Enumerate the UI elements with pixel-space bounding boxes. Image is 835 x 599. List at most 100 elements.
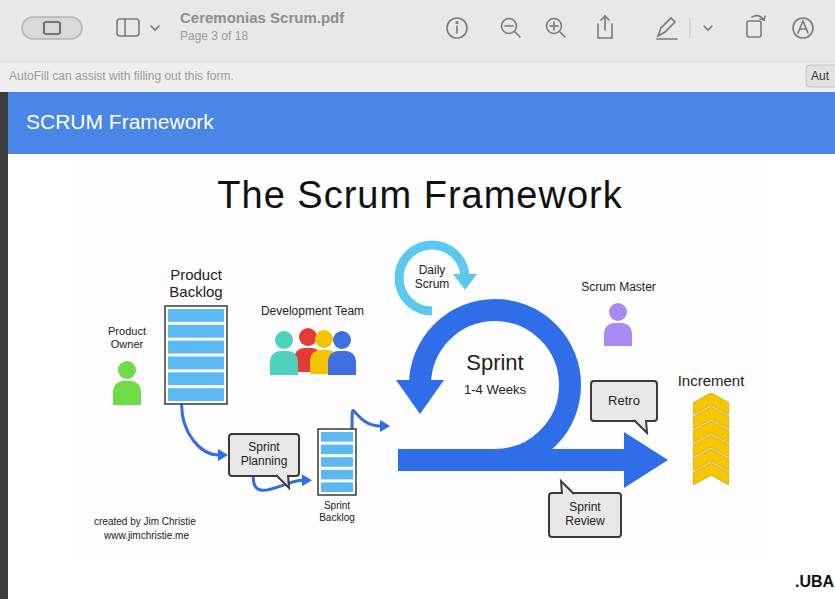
zoom-out-icon [515, 32, 520, 37]
connector-line [182, 405, 219, 456]
speech-bubble: Sprint Review [548, 492, 622, 538]
backlog-item [168, 388, 224, 401]
toolbar-toggle [22, 17, 82, 39]
increment-stack [693, 393, 729, 485]
toggle-icon [44, 22, 60, 34]
credit-text: www.jimchristie.me [104, 530, 189, 542]
info-icon [456, 26, 458, 33]
backlog-item [321, 482, 353, 492]
sidebar-icon [117, 19, 139, 36]
backlog-frame [318, 429, 356, 495]
backlog-title: Sprint Backlog [312, 500, 362, 523]
page-indicator: Page 3 of 18 [180, 30, 248, 44]
backlog-item [321, 445, 353, 455]
arrow-head [302, 474, 312, 486]
connector-line [352, 411, 381, 428]
bubble-tail-fill [276, 474, 289, 488]
person-body [604, 323, 632, 346]
chevron-icon [151, 26, 159, 30]
increment-node: Increment [668, 372, 754, 485]
share-icon [604, 16, 606, 30]
diagram-image [72, 163, 768, 555]
backlog-node: Product Backlog [160, 266, 232, 405]
arrow-head [380, 420, 390, 432]
sprint-arc [420, 310, 570, 460]
sidebar-icon [124, 19, 126, 36]
sprint-duration: 1-4 Weeks [464, 383, 526, 398]
backlog-title: Product Backlog [160, 266, 232, 301]
speech-bubble: Retro [590, 380, 658, 422]
bubble-tail [560, 481, 574, 495]
chevron-icon [704, 26, 712, 30]
cycle-text-area: Daily Scrum [392, 238, 472, 318]
sprint-arc-head [396, 380, 444, 414]
diagram-title: The Scrum Framework [72, 174, 768, 218]
pen-icon [658, 18, 675, 36]
sprint-label: Sprint [466, 350, 523, 375]
bubble-text: Retro [608, 394, 640, 409]
watermark: .UBA [795, 573, 834, 591]
product-owner-figure [113, 361, 141, 405]
daily-scrum-cycle: Daily Scrum [392, 238, 472, 318]
credit-text: created by Jim Christie [94, 516, 196, 528]
bubble-tail-fill [561, 481, 574, 495]
sprint-bar [398, 449, 585, 471]
bubble-tail [276, 474, 290, 488]
connector-line [253, 477, 303, 490]
markup-icon [798, 21, 808, 33]
toolbar-separator [689, 18, 691, 38]
document-title: Ceremonias Scrum.pdf [180, 9, 344, 26]
bubble-text: Sprint Review [554, 501, 616, 529]
backlog-node: Sprint Backlog [312, 428, 362, 523]
slide-heading: SCRUM Framework [26, 110, 214, 134]
info-icon [447, 18, 467, 38]
cycle-head [453, 274, 477, 290]
backlog-item [168, 340, 224, 353]
backlog-item [168, 372, 224, 385]
autofill-bar [0, 63, 835, 92]
backlog-item [321, 457, 353, 467]
zoom-out-icon [505, 25, 513, 27]
backlog-item [168, 309, 224, 322]
zoom-in-icon [553, 22, 555, 30]
arrow-head [218, 449, 228, 461]
arrow-head [624, 432, 668, 488]
bubble-tail [634, 419, 648, 433]
sprint-loop: Sprint 1-4 Weeks [390, 300, 585, 475]
viewer-gutter [0, 92, 8, 599]
zoom-in-icon [560, 32, 565, 37]
sprint-text-area: Sprint 1-4 Weeks [435, 350, 555, 398]
bubble-tail-edge [634, 420, 647, 433]
role-label: Development Team [250, 305, 375, 319]
scrum-master-figure [604, 303, 632, 346]
role-label: Product Owner [98, 325, 156, 350]
button-text: Aut [811, 70, 829, 84]
person-body [270, 351, 298, 375]
markup-icon [800, 28, 806, 30]
rotate-icon [747, 21, 761, 37]
zoom-out-icon [502, 19, 517, 34]
person-body [328, 351, 356, 375]
slide-header [8, 92, 835, 154]
share-icon [601, 16, 609, 20]
autofill-button [806, 65, 835, 87]
backlog-stack [317, 428, 357, 496]
increment-chevron [693, 463, 729, 485]
pen-icon [657, 38, 677, 40]
cycle-label: Daily Scrum [407, 264, 457, 292]
toolbar [0, 0, 835, 62]
development-team-figure [270, 328, 356, 375]
zoom-in-icon [547, 19, 562, 34]
backlog-frame [165, 306, 227, 404]
markup-icon [793, 18, 813, 38]
bubble-tail-edge [561, 481, 574, 494]
backlog-stack [164, 305, 228, 405]
cycle-arc [399, 245, 465, 311]
person-head [609, 303, 627, 321]
bubble-text: Sprint Planning [234, 441, 294, 469]
autofill-notice: AutoFill can assist with filling out thi… [9, 70, 234, 84]
backlog-item [168, 356, 224, 369]
